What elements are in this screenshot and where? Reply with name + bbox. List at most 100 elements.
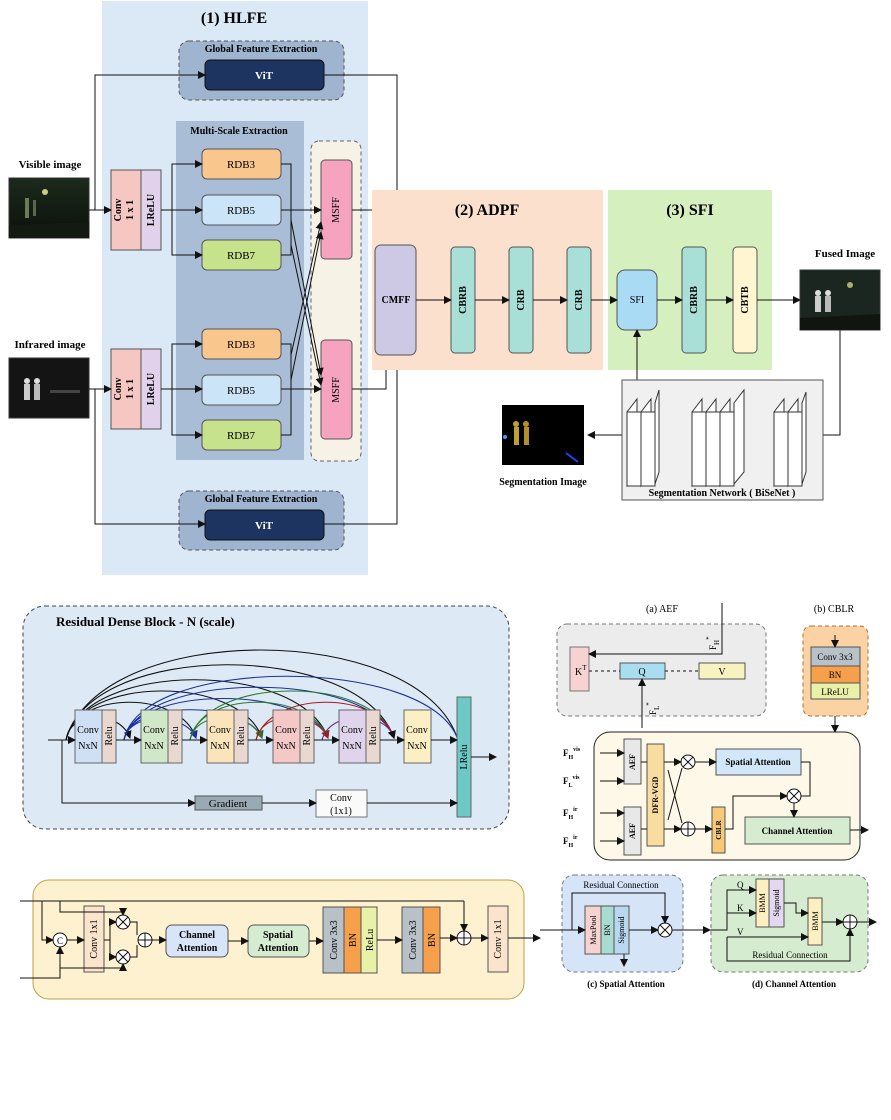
msff-lower-label: MSFF	[331, 377, 342, 403]
rdb-relu-2	[167, 709, 183, 764]
svg-text:FHir: FHir	[563, 835, 578, 849]
rdb-connections	[48, 736, 497, 807]
conv1x1-infrared	[110, 348, 142, 430]
svg-text:LRelu: LRelu	[459, 745, 470, 770]
svg-text:Relu: Relu	[236, 727, 247, 746]
vit-top-label: ViT	[255, 70, 274, 82]
cblr-conv-label: Conv 3x3	[817, 652, 853, 662]
sfi-detail-connections	[20, 900, 541, 979]
svg-text:Relu: Relu	[368, 727, 379, 746]
cblr-bn-label: BN	[829, 670, 842, 680]
conv-infrared-text2: 1 x 1	[125, 379, 136, 399]
aef-bottom-label: AEF	[628, 823, 637, 839]
spatial-att-sigmoid-label: Sigmoid	[617, 916, 626, 943]
rdb-conv1x1-label-b: (1x1)	[330, 806, 352, 817]
channel-att-bmm-b-label: BMM	[811, 911, 820, 931]
channel-att-sigmoid-label: Sigmoid	[772, 889, 781, 916]
svg-text:NxN: NxN	[78, 741, 97, 752]
concat-label: C	[57, 936, 63, 946]
sfi-detail-spatial-b: Attention	[258, 943, 299, 954]
seg-network-layers	[626, 388, 807, 488]
rdb-conv-6	[403, 709, 432, 764]
svg-text:Conv: Conv	[77, 725, 99, 736]
svg-text:Q: Q	[737, 880, 744, 890]
aef-v-block	[698, 662, 746, 680]
segmentation-image-detail	[503, 421, 579, 463]
svg-text:NxN: NxN	[144, 741, 163, 752]
rdb-title: Residual Dense Block - N (scale)	[56, 614, 235, 629]
rdb-conv1x1-label-a: Conv	[330, 793, 352, 804]
rdb-relu-1	[101, 709, 117, 764]
global-extraction-bottom-label: Global Feature Extraction	[205, 494, 318, 505]
aef-fh-label: FH*	[705, 636, 721, 650]
sfi-detail-channel-b: Attention	[177, 943, 218, 954]
msff-upper-label: MSFF	[331, 197, 342, 223]
svg-text:Conv: Conv	[341, 725, 363, 736]
sfi-detail-bn-b-label: BN	[427, 933, 438, 947]
rdb-conv-5	[338, 709, 367, 764]
sfi-detail-bn-b	[422, 906, 441, 974]
sfi-title: (3) SFI	[666, 202, 714, 219]
adpf-cbrb-label: CBRB	[458, 286, 469, 314]
lrelu-visible-text: LReLU	[146, 194, 157, 226]
rdb3-upper-label: RDB3	[227, 159, 256, 171]
cmff-label: CMFF	[382, 295, 411, 306]
rdb7-upper-label: RDB7	[227, 250, 256, 262]
svg-text:FLvis: FLvis	[563, 775, 580, 789]
adpf-crb-1-label: CRB	[516, 289, 527, 310]
svg-text:Conv: Conv	[406, 725, 428, 736]
conv-infrared-text: Conv	[113, 378, 124, 401]
infrared-image-label: Infrared image	[15, 339, 86, 351]
cblr-caption: (b) CBLR	[814, 604, 855, 615]
channel-att-labels: Q K V	[737, 880, 744, 937]
aef-k-label: KT	[575, 664, 587, 678]
rdb-conv-2	[140, 709, 169, 764]
rdb-relu-5	[365, 709, 381, 764]
visible-image-detail	[8, 177, 90, 239]
global-extraction-top-label: Global Feature Extraction	[205, 44, 318, 55]
aef-caption: (a) AEF	[646, 604, 678, 615]
rdb5-upper-label: RDB5	[227, 205, 256, 217]
svg-text:Conv: Conv	[275, 725, 297, 736]
svg-text:V: V	[737, 927, 744, 937]
rdb-conv1x1	[315, 789, 368, 818]
mid-spatial-label: Spatial Attention	[725, 757, 790, 767]
spatial-att-caption: (c) Spatial Attention	[587, 979, 665, 989]
svg-text:FHir: FHir	[563, 807, 578, 821]
cblr-lrelu	[810, 682, 861, 700]
gradient-label: Gradient	[209, 798, 247, 810]
rdb5-lower-label: RDB5	[227, 385, 256, 397]
channel-att-bmm-a-label: BMM	[758, 893, 767, 913]
svg-text:Conv: Conv	[209, 725, 231, 736]
sfi-block-label: SFI	[630, 295, 644, 306]
rdb3-lower-label: RDB3	[227, 339, 256, 351]
svg-text:Relu: Relu	[104, 727, 115, 746]
aef-k-block	[569, 646, 590, 692]
mid-cblr-label: CBLR	[715, 819, 723, 839]
hlfe-connections	[89, 71, 401, 528]
aef-top-label: AEF	[628, 754, 637, 770]
spatial-att-maxpool-label: MaxPool	[589, 915, 598, 945]
infrared-image	[9, 358, 89, 418]
svg-text:Conv: Conv	[143, 725, 165, 736]
mid-spatial-attention	[715, 748, 802, 776]
fused-image-label: Fused Image	[815, 248, 875, 260]
aef-bottom-block	[623, 806, 642, 856]
segmentation-image-label: Segmentation Image	[499, 477, 587, 488]
sfi-detail-spatial-a: Spatial	[263, 930, 293, 941]
sfi-detail-bn-a-label: BN	[348, 933, 359, 947]
svg-text:NxN: NxN	[276, 741, 295, 752]
sfi-detail-channel-a: Channel	[179, 930, 215, 941]
sfi-detail-conv3x3-a-label: Conv 3x3	[329, 920, 340, 959]
mid-channel-label: Channel Attention	[762, 826, 833, 836]
fused-image-detail	[800, 282, 880, 330]
rdb-conv-1	[74, 709, 103, 764]
adpf-title: (2) ADPF	[455, 202, 520, 219]
spatial-att-residual: Residual Connection	[583, 880, 659, 890]
svg-text:FHvis: FHvis	[563, 747, 581, 761]
dfr-vgd-block	[646, 743, 665, 847]
rdb7-lower-label: RDB7	[227, 430, 256, 442]
fusion-input-labels: FHvis FLvis FHir FHir	[563, 747, 581, 849]
channel-att-panel	[710, 874, 869, 973]
